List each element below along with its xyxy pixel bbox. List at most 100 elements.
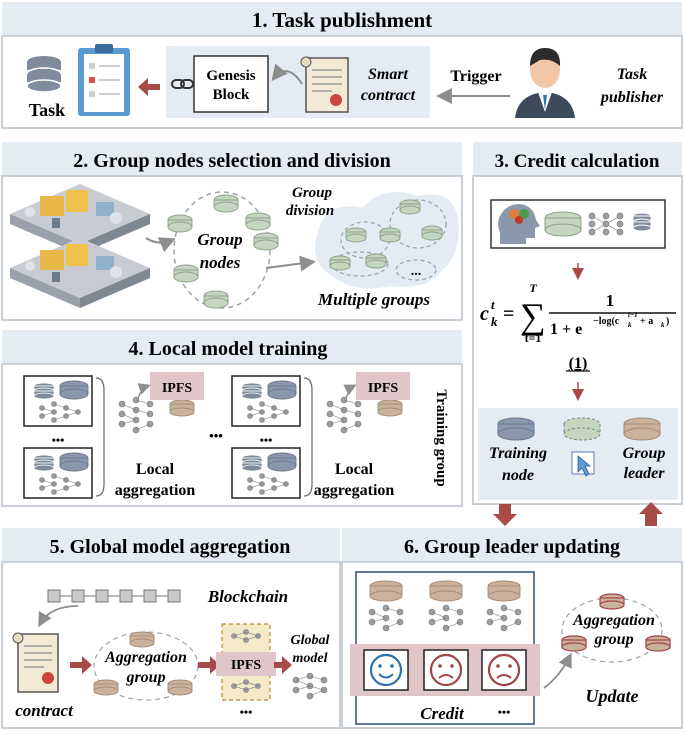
smart-contract-line1: Smart (368, 66, 409, 83)
formula-sigma: ∑ (520, 296, 546, 336)
formula-sub: k (491, 314, 498, 329)
up-arrow (639, 502, 663, 526)
formula-exponent-close: ) (666, 316, 669, 327)
sad-face-icon (481, 649, 527, 691)
panel-task-publishment: 1. Task publishment Task (1, 2, 683, 129)
panel-credit-calculation: 3. Credit calculation c t (472, 142, 683, 505)
credit-dots: ••• (498, 705, 511, 719)
local-agg-line1: Local (335, 461, 374, 478)
clipboard-icon (78, 44, 130, 116)
database-icon-small (632, 212, 652, 232)
panel-local-training: 4. Local model training ••• (1, 330, 463, 507)
cursor-icon (571, 451, 595, 477)
panel3-title-bar (473, 142, 682, 176)
panel5-title-bar (2, 528, 340, 562)
groups-ellipsis: ... (411, 264, 422, 279)
trigger-label: Trigger (450, 68, 501, 85)
chain-link-icon (171, 79, 194, 89)
contract-to-block-arrow (271, 63, 303, 85)
unit-dots: ••• (260, 433, 273, 447)
leader-cylinder (377, 399, 403, 417)
formula-lhs: c (480, 303, 489, 325)
database-icon (26, 56, 62, 93)
formula-exponent-tail-sub: k (661, 321, 665, 329)
local-network-icon (118, 396, 154, 434)
factory-icon (10, 184, 150, 254)
sad-face-icon (423, 649, 469, 691)
credit-formula: c t k = ∑ T t=1 1 1 + e −log(c t−1 k + a… (480, 281, 676, 372)
brain-head-icon (498, 204, 540, 244)
panel-global-aggregation: 5. Global model aggregation Blockchain c… (1, 528, 341, 729)
down-arrow (493, 504, 517, 526)
panel1-left-arrow (138, 78, 160, 96)
person-icon (515, 48, 575, 118)
panel1-title-bar (2, 2, 682, 36)
panel1-title: 1. Task publishment (252, 8, 432, 32)
panel4-title-bar (2, 330, 462, 364)
ipfs-label: IPFS (368, 381, 399, 396)
smart-contract-line2: contract (361, 87, 416, 104)
panel6-title-bar (342, 528, 682, 562)
formula-exponent-sub: k (628, 321, 632, 329)
extra-group-outline (395, 259, 437, 281)
formula-exponent-tail: + a (640, 316, 653, 327)
dashed-node-cylinder (563, 417, 601, 441)
ipfs-to-global-arrow (274, 656, 292, 674)
panel5-title: 5. Global model aggregation (50, 536, 291, 558)
scroll-icon (300, 56, 349, 113)
group-leader-line1: Group (623, 445, 666, 462)
panel2-title-bar (2, 142, 462, 176)
group-node-cylinders (329, 199, 443, 271)
aggregation-cylinders (93, 631, 193, 696)
contract-label: contract (15, 701, 74, 720)
local-network-icon (326, 396, 362, 434)
training-unit (231, 375, 301, 427)
genesis-line1: Genesis (206, 68, 255, 84)
training-unit (23, 375, 93, 427)
formula-sum-top: T (529, 281, 537, 295)
group-nodes-line2: nodes (200, 253, 241, 272)
neural-network-icon (588, 212, 624, 236)
publisher-line2: publisher (599, 89, 664, 106)
global-model-network-icon (292, 672, 328, 700)
factory-to-nodes-arrow (145, 237, 176, 253)
genesis-line2: Block (213, 87, 250, 103)
chain-to-contract-arrow (38, 605, 79, 628)
ipfs-dots: ••• (240, 705, 253, 719)
credit-label: Credit (420, 704, 465, 723)
ipfs-label: IPFS (231, 658, 262, 673)
agg-group-line2: group (125, 669, 165, 686)
global-model-line2: model (293, 651, 328, 666)
unit-bracket (303, 377, 313, 497)
unit-bracket (95, 377, 105, 497)
group-nodes-line1: Group (197, 230, 242, 249)
to-ipfs-arrow (343, 384, 357, 399)
update-group-ellipse (561, 597, 663, 663)
leader-cylinder (169, 399, 195, 417)
update-arrow (543, 652, 572, 689)
group-leader-cylinder (623, 417, 661, 441)
local-agg-line2: aggregation (314, 482, 395, 499)
panel6-title: 6. Group leader updating (404, 536, 620, 558)
global-model-line1: Global (291, 633, 330, 648)
panel2-title: 2. Group nodes selection and division (73, 150, 390, 172)
ipfs-box (150, 372, 204, 400)
formula-numerator: 1 (606, 291, 615, 310)
training-group-label: Training group (433, 389, 449, 486)
candidate-nodes (368, 580, 522, 632)
node-cylinders (167, 194, 279, 309)
smile-face-icon (363, 649, 409, 691)
ipfs-box (216, 652, 276, 676)
formula-sum-bottom: t=1 (525, 331, 542, 345)
local-agg-line2: aggregation (115, 482, 196, 499)
blockchain-label: Blockchain (207, 587, 288, 606)
training-node-cylinder (497, 417, 535, 441)
division-line2: division (286, 203, 334, 219)
contract-to-group-arrow (70, 656, 92, 674)
publisher-line1: Task (617, 66, 648, 83)
stored-models (231, 629, 261, 693)
division-arrow (265, 255, 316, 272)
ipfs-box (356, 372, 410, 400)
training-unit (23, 447, 93, 499)
